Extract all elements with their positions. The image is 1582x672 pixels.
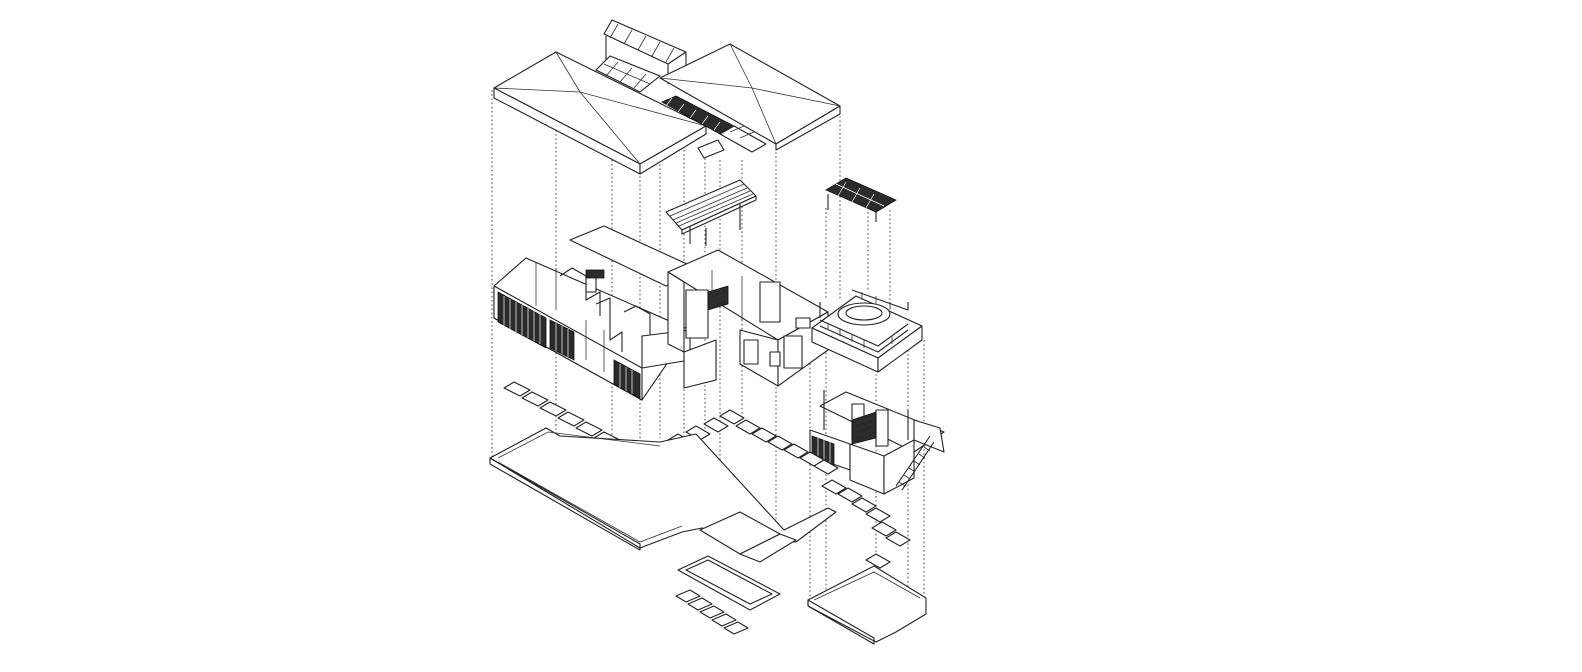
center-pergola <box>665 179 757 246</box>
right-hip-roof <box>659 43 841 151</box>
main-ground-slab <box>489 427 837 563</box>
roof-layer <box>493 19 841 175</box>
upper-terrace <box>811 289 923 373</box>
right-lower-room <box>809 390 945 495</box>
top-pergola <box>595 19 687 93</box>
pool <box>677 555 781 611</box>
center-block <box>667 249 829 389</box>
pergola-layer <box>665 177 897 246</box>
first-floor-layer <box>493 225 923 401</box>
right-pergola <box>825 177 897 222</box>
left-wing <box>493 257 691 401</box>
roof-skylight <box>661 95 767 159</box>
ground-room-layer <box>809 390 945 495</box>
ground-slab-layer <box>489 427 927 645</box>
right-ground-slab <box>807 565 927 645</box>
pool-steps <box>675 589 749 635</box>
